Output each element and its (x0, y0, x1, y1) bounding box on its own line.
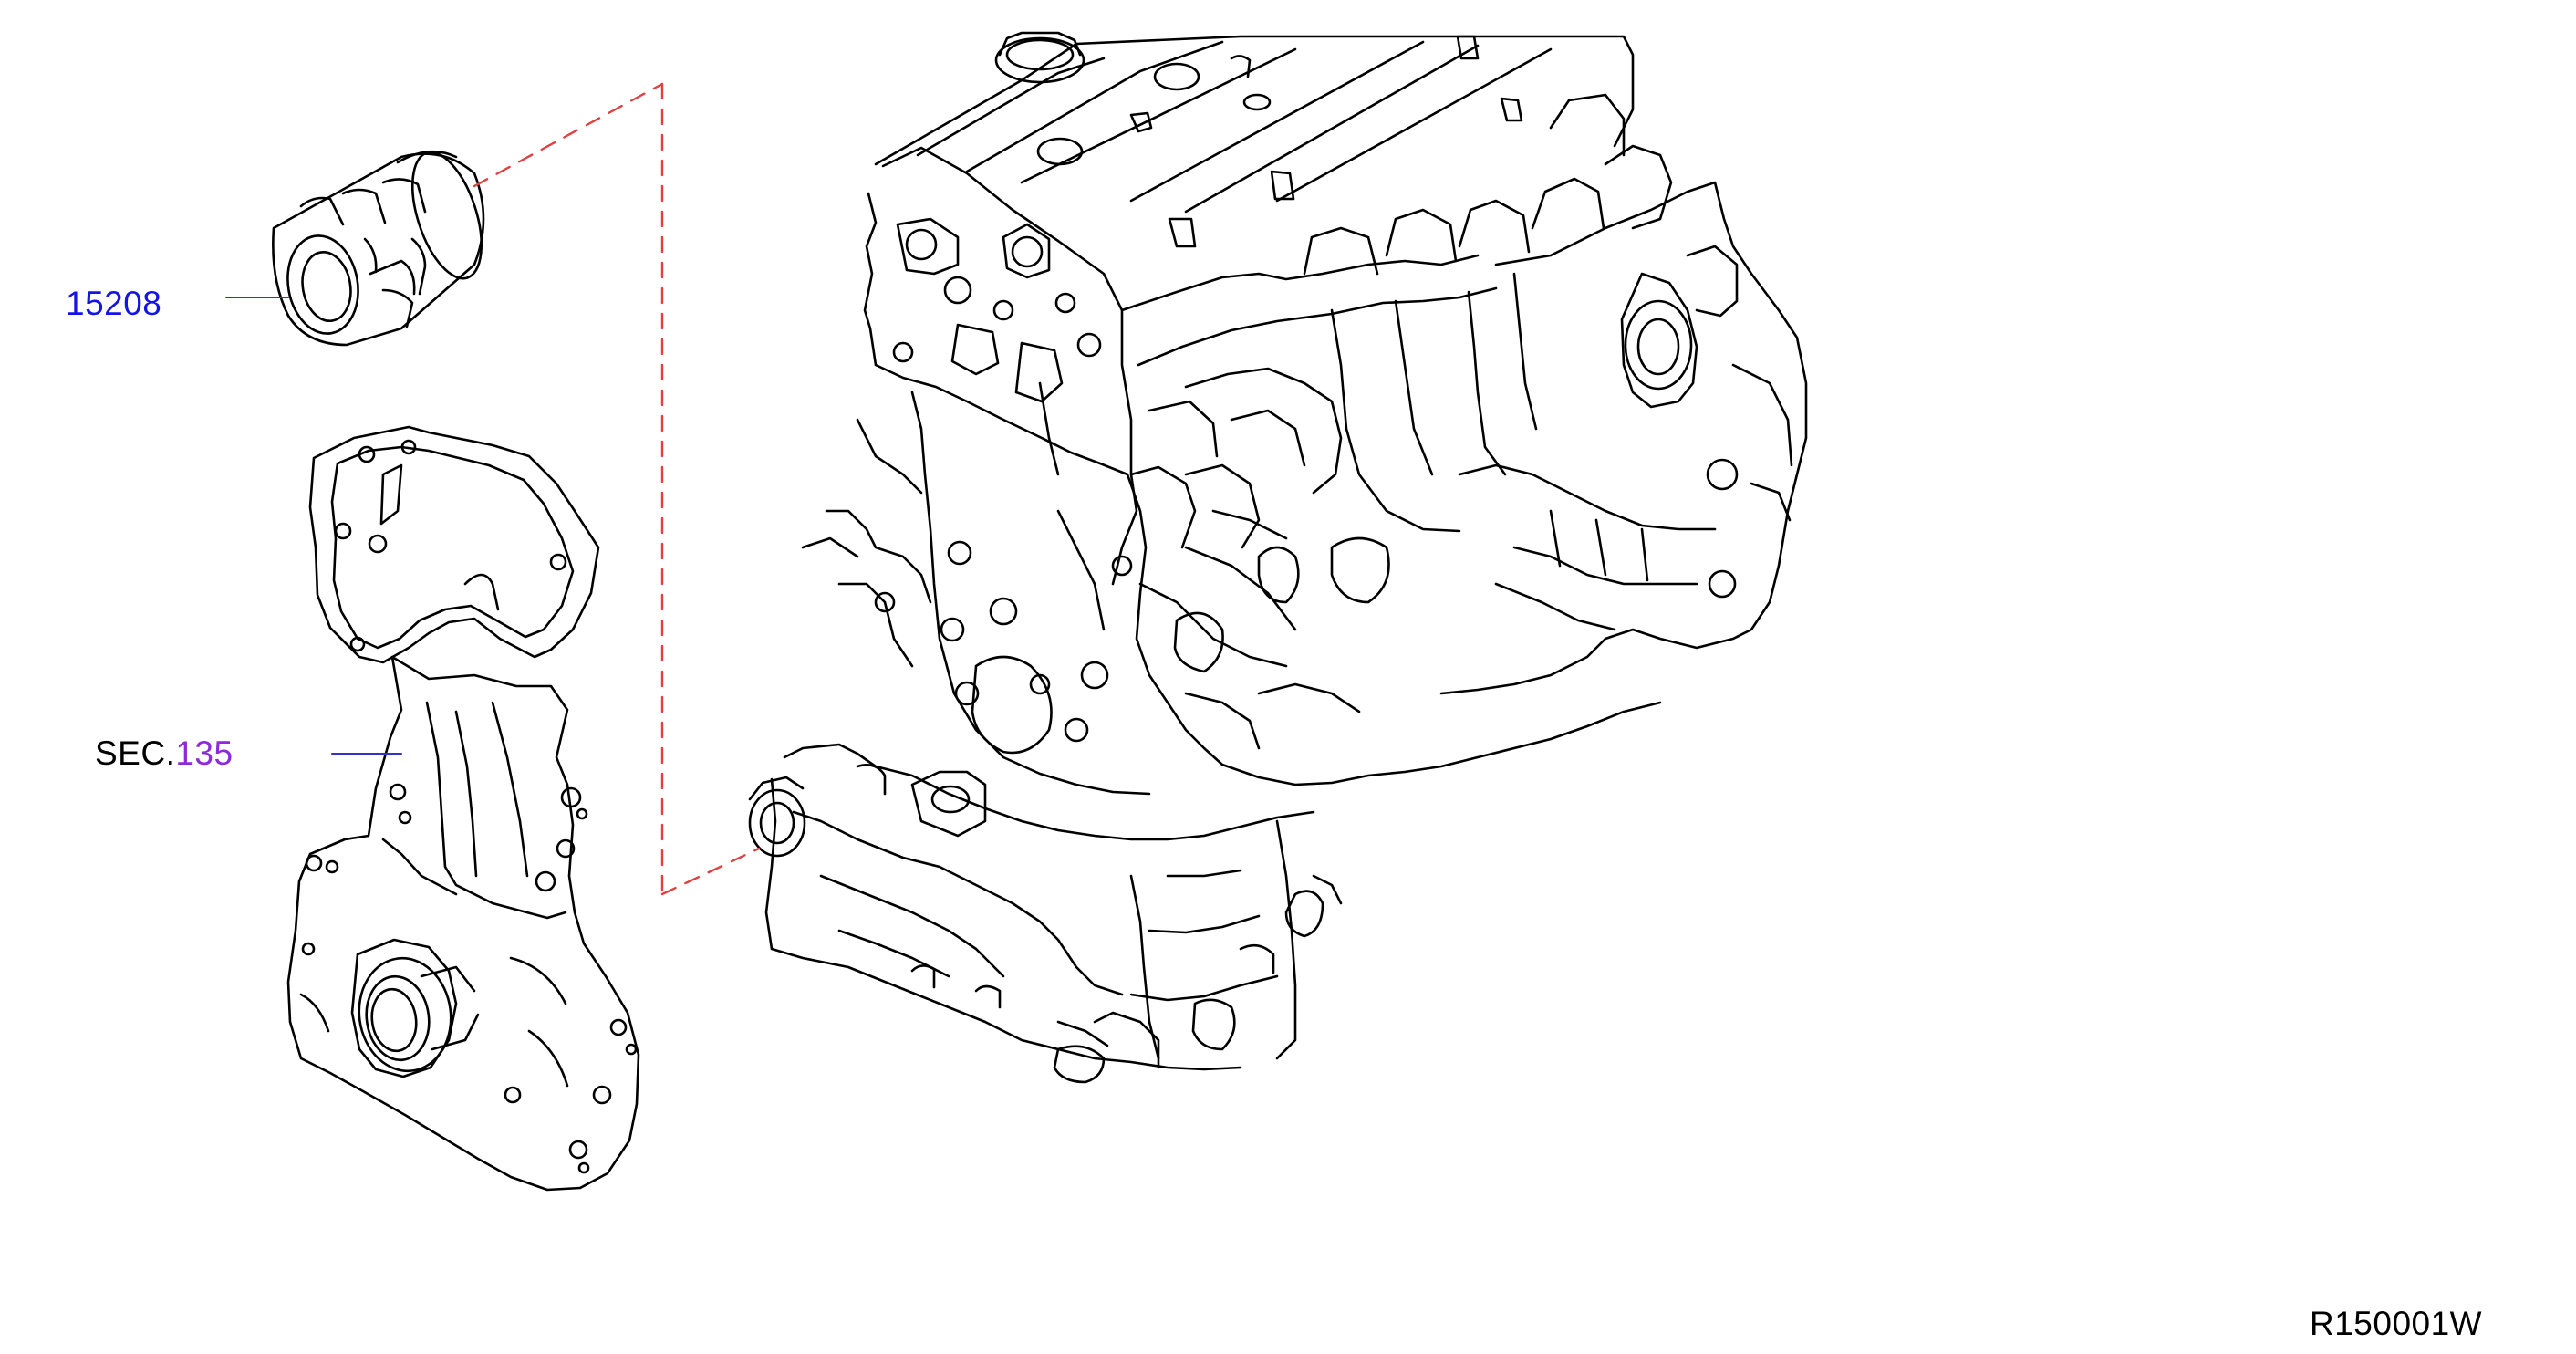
front-cover-drawing[interactable] (286, 425, 640, 1192)
oil-filter-drawing[interactable] (272, 144, 494, 347)
part-number-label[interactable]: 15208 (66, 285, 162, 322)
leader-lines (225, 297, 402, 755)
engine-assembly-drawing[interactable] (748, 31, 1808, 1084)
section-reference-label[interactable]: SEC.135 (95, 736, 234, 770)
filter-upper-reference-line (473, 82, 664, 188)
reference-lines (473, 82, 761, 896)
filter-mount-reference-line (660, 847, 761, 896)
diagram-code: R150001W (2310, 1305, 2483, 1342)
section-number-link[interactable]: 135 (175, 734, 234, 772)
section-prefix: SEC. (95, 734, 176, 772)
